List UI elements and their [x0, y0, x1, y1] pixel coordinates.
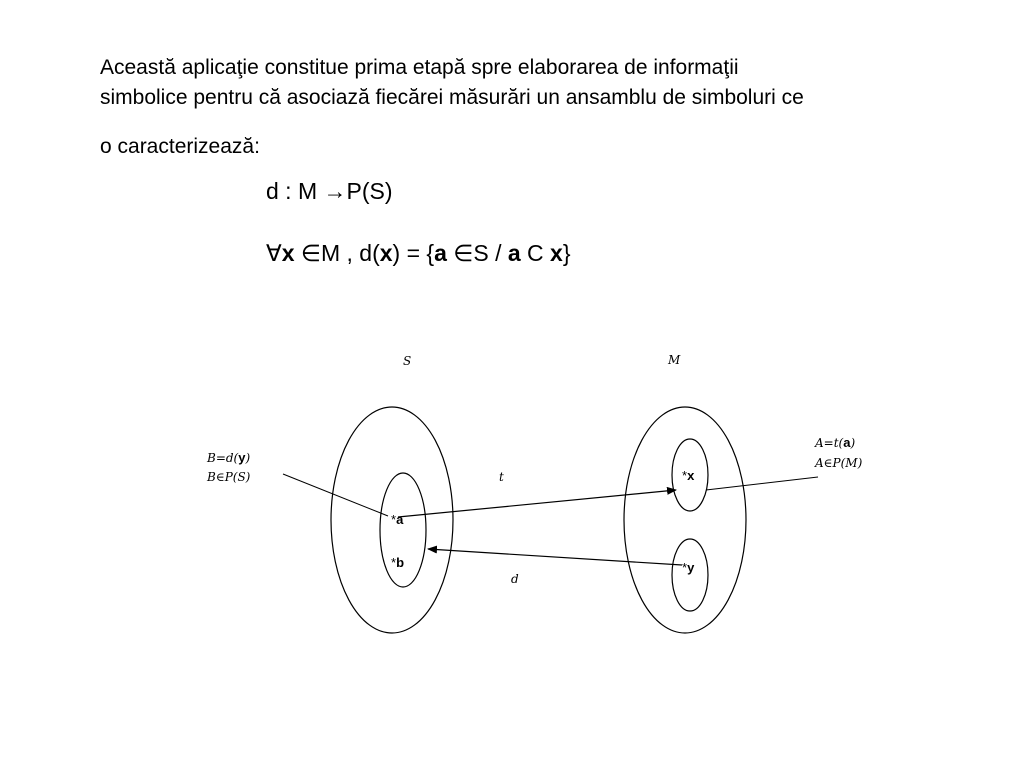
mapping-formula: d : M →P(S) — [266, 178, 393, 205]
subset-y-ellipse — [671, 538, 709, 612]
set-s-label: S — [403, 354, 411, 368]
left-annotation-line-1: B=d(y) — [206, 450, 250, 465]
subset-b-ellipse — [379, 472, 427, 588]
point-b: *b — [391, 555, 404, 570]
formula2-c: C — [520, 240, 551, 266]
formula2-mid: ) = { — [392, 240, 435, 266]
arrow-t-label: t — [499, 470, 504, 484]
left-annotation-line — [282, 473, 389, 517]
point-x: *x — [682, 468, 695, 483]
subset-x-ellipse — [671, 438, 709, 512]
element-of-symbol: ∈ — [446, 240, 474, 266]
formula2-m: M , d( — [320, 240, 380, 266]
forall-symbol: ∀ — [266, 240, 282, 266]
arrow-symbol: → — [323, 178, 347, 204]
var-x: x — [379, 240, 393, 266]
arrow-d — [427, 545, 683, 566]
intro-line-1: Această aplicaţie constitue prima etapă … — [100, 56, 739, 79]
element-of-symbol: ∈ — [294, 240, 321, 266]
point-y: *y — [682, 560, 695, 575]
arrow-d-label: d — [511, 572, 519, 586]
formula1-rhs: P(S) — [346, 178, 393, 204]
definition-formula: ∀x ∈M , d(x) = {a ∈S / a C x} — [266, 240, 571, 267]
left-annotation-line-2: B∈P(S) — [206, 470, 251, 484]
intro-line-2: simbolice pentru că asociază fiecărei mă… — [100, 86, 804, 109]
var-a: a — [507, 240, 521, 266]
arrow-t — [397, 486, 677, 518]
intro-line-3: o caracterizează: — [100, 135, 260, 158]
formula2-s: S / — [473, 240, 508, 266]
intro-paragraph: Această aplicaţie constitue prima etapă … — [100, 53, 980, 162]
right-annotation-line-2: A∈P(M) — [814, 456, 863, 470]
formula1-lhs: d : M — [266, 178, 324, 204]
set-m-ellipse — [623, 406, 747, 634]
right-annotation-line — [705, 476, 819, 491]
var-x: x — [281, 240, 295, 266]
right-annotation-line-1: A=t(a) — [814, 435, 855, 450]
var-a: a — [434, 240, 447, 266]
var-x: x — [550, 240, 563, 266]
point-a: *a — [391, 512, 404, 527]
set-s-ellipse — [330, 406, 454, 634]
set-m-label: M — [667, 353, 681, 367]
formula2-end: } — [562, 240, 571, 266]
